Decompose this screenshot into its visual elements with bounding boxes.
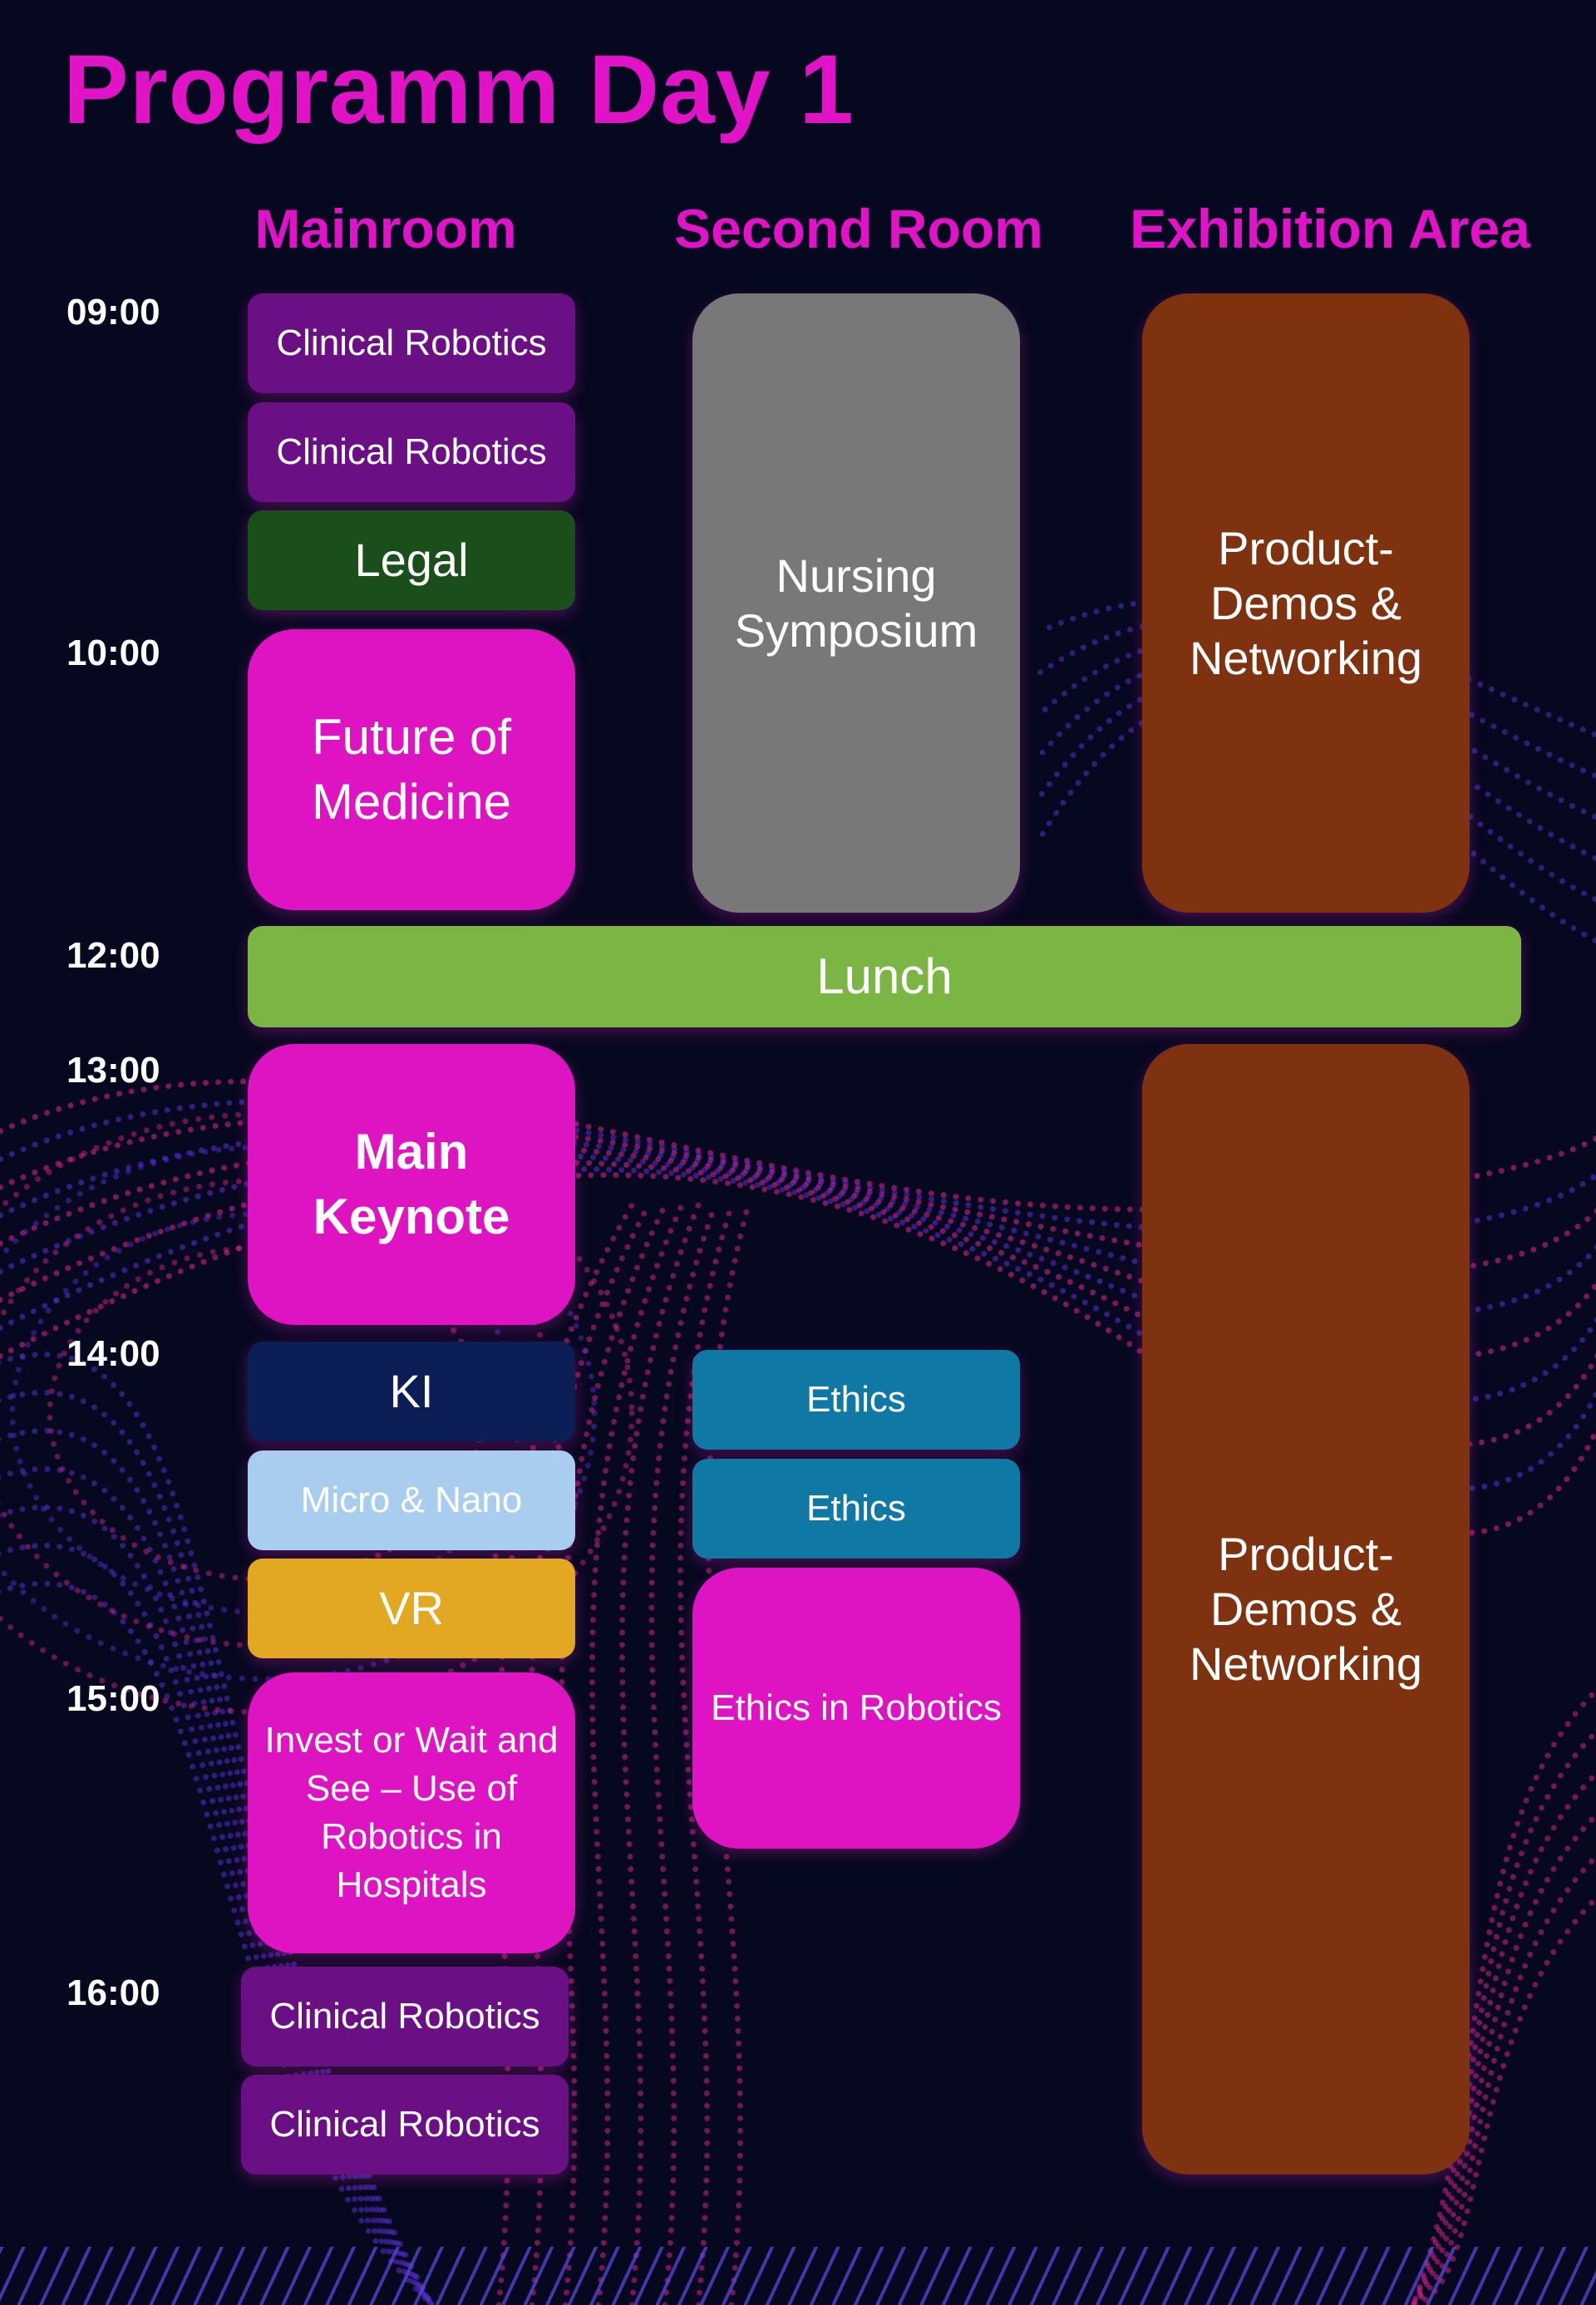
session-clinical-robotics[interactable]: Clinical Robotics bbox=[241, 2075, 569, 2174]
session-label: Clinical Robotics bbox=[269, 2104, 540, 2145]
session-clinical-robotics[interactable]: Clinical Robotics bbox=[241, 1967, 569, 2066]
session-vr[interactable]: VR bbox=[248, 1559, 575, 1658]
session-clinical-robotics[interactable]: Clinical Robotics bbox=[248, 402, 575, 502]
time-label-0900: 09:00 bbox=[66, 292, 160, 332]
session-main-keynote[interactable]: Main Keynote bbox=[248, 1044, 575, 1325]
session-label: Ethics in Robotics bbox=[711, 1687, 1002, 1728]
session-label: Product-Demos & Networking bbox=[1189, 1528, 1423, 1690]
session-label: Main Keynote bbox=[313, 1124, 510, 1244]
time-label-1400: 14:00 bbox=[66, 1333, 160, 1374]
session-label: Lunch bbox=[816, 948, 953, 1004]
session-ethics[interactable]: Ethics bbox=[692, 1459, 1020, 1559]
time-label-1600: 16:00 bbox=[66, 1973, 160, 2013]
session-label: KI bbox=[389, 1365, 434, 1417]
session-label: Legal bbox=[354, 534, 469, 586]
session-label: Invest or Wait and See – Use of Robotics… bbox=[264, 1720, 559, 1905]
session-future-of-medicine[interactable]: Future of Medicine bbox=[248, 629, 575, 910]
session-label: Clinical Robotics bbox=[269, 1996, 540, 2037]
session-label: Nursing Symposium bbox=[734, 549, 978, 657]
session-product-demos-networking[interactable]: Product-Demos & Networking bbox=[1142, 1044, 1470, 2174]
time-label-1200: 12:00 bbox=[66, 935, 160, 976]
session-ethics[interactable]: Ethics bbox=[692, 1350, 1020, 1450]
session-clinical-robotics[interactable]: Clinical Robotics bbox=[248, 293, 575, 393]
session-label: Clinical Robotics bbox=[276, 431, 547, 472]
session-micro-nano[interactable]: Micro & Nano bbox=[248, 1450, 575, 1550]
session-product-demos-networking[interactable]: Product-Demos & Networking bbox=[1142, 293, 1470, 913]
session-invest-or-wait[interactable]: Invest or Wait and See – Use of Robotics… bbox=[248, 1672, 575, 1953]
session-nursing-symposium[interactable]: Nursing Symposium bbox=[692, 293, 1020, 913]
session-ki[interactable]: KI bbox=[248, 1342, 575, 1441]
session-ethics-in-robotics[interactable]: Ethics in Robotics bbox=[692, 1568, 1020, 1849]
column-header-second-room: Second Room bbox=[674, 198, 1043, 259]
session-lunch[interactable]: Lunch bbox=[248, 926, 1521, 1027]
session-label: VR bbox=[379, 1582, 444, 1634]
time-label-1000: 10:00 bbox=[66, 633, 160, 673]
column-header-exhibition-area: Exhibition Area bbox=[1130, 198, 1530, 259]
session-legal[interactable]: Legal bbox=[248, 510, 575, 610]
decorative-hatch-strip bbox=[0, 2247, 1596, 2305]
session-label: Future of Medicine bbox=[311, 709, 512, 830]
session-label: Ethics bbox=[806, 1379, 906, 1420]
time-label-1500: 15:00 bbox=[66, 1678, 160, 1719]
page-title: Programm Day 1 bbox=[63, 35, 855, 145]
session-label: Ethics bbox=[806, 1488, 906, 1529]
column-header-mainroom: Mainroom bbox=[254, 198, 517, 259]
time-label-1300: 13:00 bbox=[66, 1050, 160, 1091]
session-label: Product-Demos & Networking bbox=[1189, 521, 1423, 684]
session-label: Micro & Nano bbox=[300, 1480, 523, 1520]
session-label: Clinical Robotics bbox=[276, 323, 547, 363]
